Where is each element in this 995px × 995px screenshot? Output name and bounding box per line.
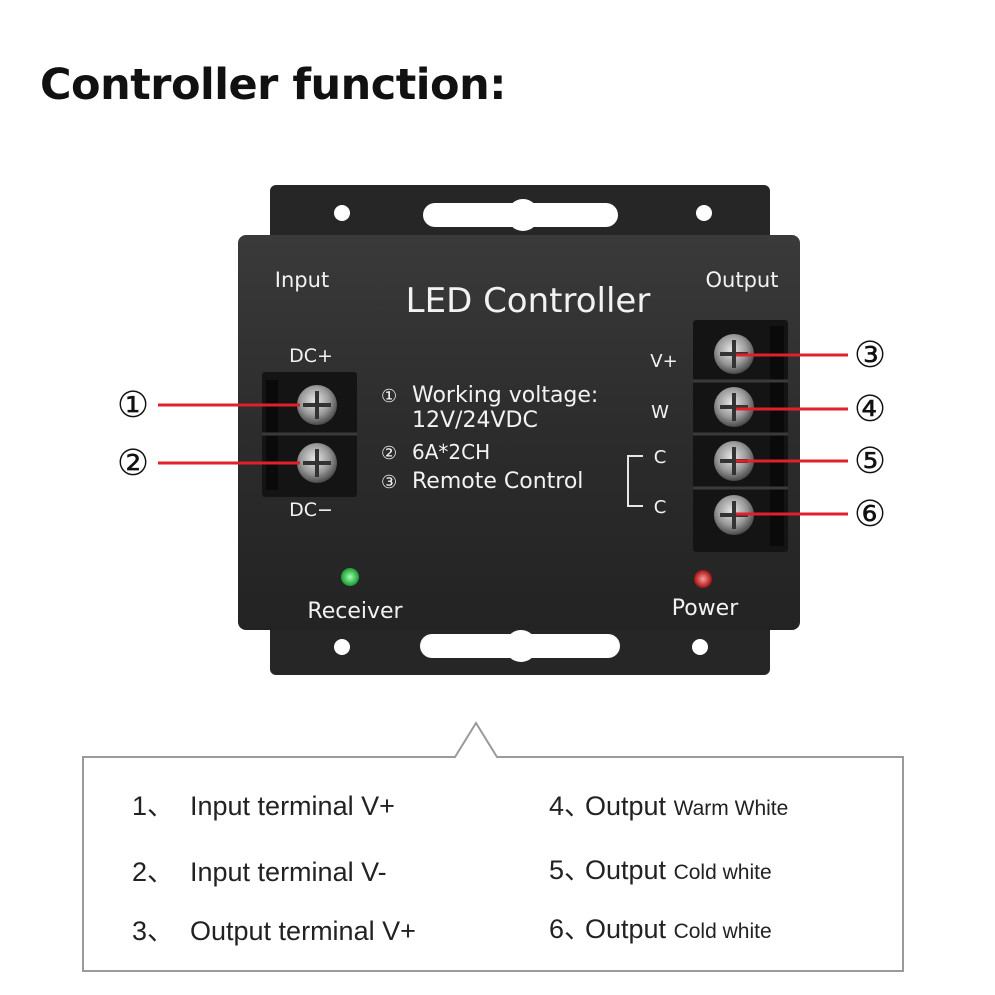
legend-number: 4、 — [549, 791, 592, 821]
mounting-hole — [696, 205, 712, 221]
legend-subtext: Cold white — [673, 920, 772, 943]
spec-text: 6A*2CH — [412, 440, 490, 464]
legend-box — [82, 721, 904, 972]
mounting-slot-center — [505, 630, 537, 662]
mounting-hole — [334, 205, 350, 221]
terminal-label-c: C — [654, 497, 667, 518]
legend-subtext: Warm White — [673, 797, 789, 820]
callout-number-4: ④ — [854, 389, 886, 430]
legend-text: Input terminal V- — [190, 857, 387, 887]
legend-text: Output — [585, 791, 667, 821]
legend-text: Output terminal V+ — [190, 916, 416, 946]
callout-number-1: ① — [117, 385, 149, 426]
legend-text: Output — [585, 855, 667, 885]
device-title: LED Controller — [406, 281, 651, 321]
dc-minus-label: DC− — [289, 499, 333, 521]
mounting-hole — [334, 639, 350, 655]
legend-text: Input terminal V+ — [190, 791, 395, 821]
spec-text: 12V/24VDC — [412, 408, 538, 433]
dc-plus-label: DC+ — [289, 345, 333, 367]
mounting-hole — [692, 639, 708, 655]
legend-item-4: 4、Output Warm White — [549, 784, 788, 823]
output-label: Output — [706, 268, 779, 292]
callout-number-6: ⑥ — [854, 494, 886, 535]
legend-item-2: 2、 Input terminal V- — [132, 850, 387, 889]
spec-line-1: ① Working voltage: — [381, 383, 598, 408]
legend-item-5: 5、Output Cold white — [549, 848, 772, 887]
legend-item-1: 1、 Input terminal V+ — [132, 784, 395, 823]
terminal-label-vplus: V+ — [650, 351, 677, 372]
legend-number: 1、 — [132, 791, 175, 821]
legend-item-6: 6、Output Cold white — [549, 907, 772, 946]
power-label: Power — [672, 596, 739, 621]
input-screw-2 — [297, 443, 337, 483]
spec-marker: ③ — [381, 472, 397, 493]
legend-number: 3、 — [132, 916, 175, 946]
spec-text: Remote Control — [412, 469, 583, 494]
legend-number: 6、 — [549, 914, 592, 944]
page-heading: Controller function: — [40, 60, 506, 110]
mounting-slot-center — [507, 199, 539, 231]
spec-marker: ① — [381, 386, 397, 407]
controller-housing — [238, 235, 800, 630]
legend-subtext: Cold white — [673, 861, 772, 884]
c-bracket — [627, 455, 643, 507]
callout-lines — [158, 353, 848, 516]
input-label: Input — [275, 268, 329, 292]
spec-line-2: 12V/24VDC — [412, 408, 538, 433]
output-screw-2 — [714, 387, 754, 427]
terminal-label-w: W — [651, 402, 669, 423]
spec-line-3: ② 6A*2CH — [381, 440, 490, 464]
legend-text: Output — [585, 914, 667, 944]
input-screw-1 — [297, 385, 337, 425]
legend-number: 5、 — [549, 855, 592, 885]
power-led — [694, 570, 712, 588]
spec-marker: ② — [381, 443, 397, 464]
spec-text: Working voltage: — [412, 383, 598, 408]
callout-number-3: ③ — [854, 335, 886, 376]
legend-item-3: 3、 Output terminal V+ — [132, 909, 416, 948]
receiver-led — [341, 568, 359, 586]
terminal-label-c: C — [654, 447, 667, 468]
receiver-label: Receiver — [307, 599, 403, 624]
callout-number-5: ⑤ — [854, 441, 886, 482]
legend-number: 2、 — [132, 857, 175, 887]
output-terminal-block — [693, 320, 788, 552]
spec-line-4: ③ Remote Control — [381, 469, 583, 494]
callout-number-2: ② — [117, 443, 149, 484]
